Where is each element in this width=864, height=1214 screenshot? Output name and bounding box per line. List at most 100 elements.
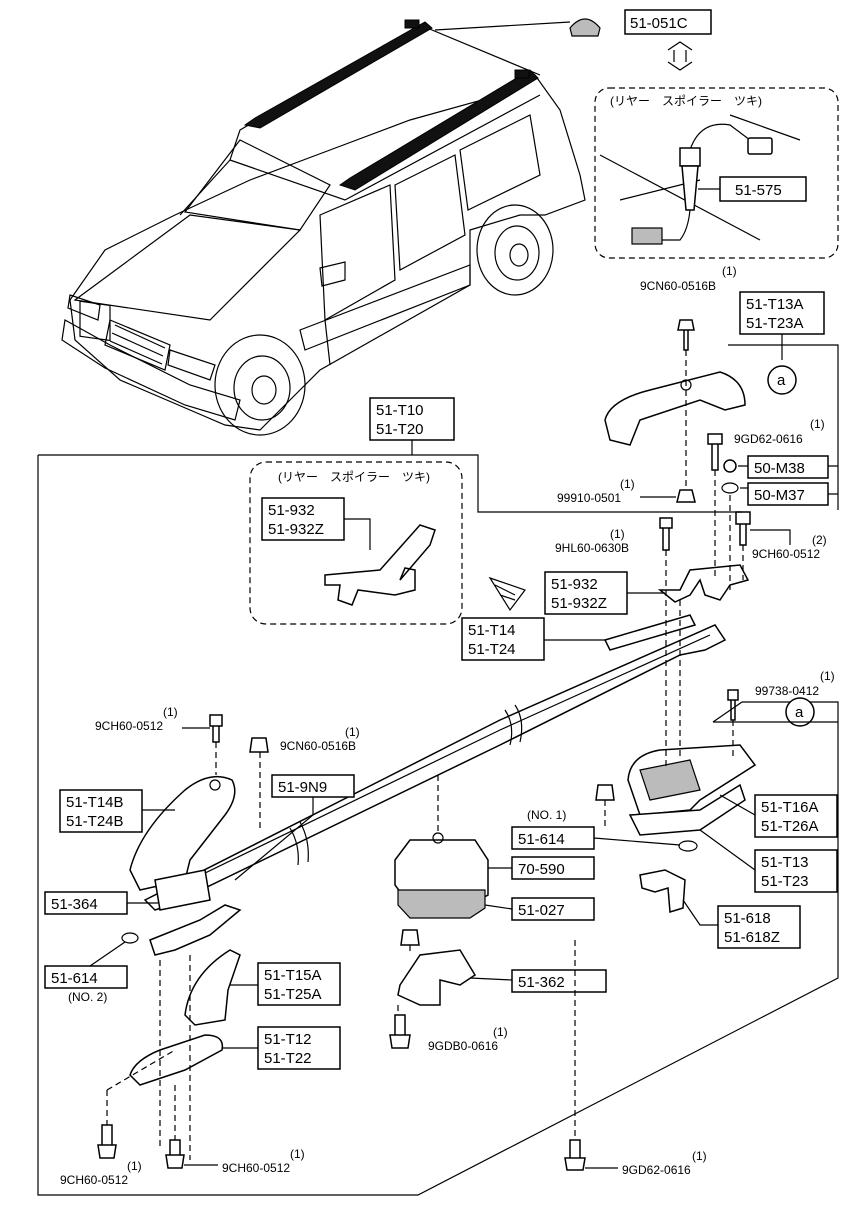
rear-end-cap bbox=[627, 744, 757, 836]
label-box-51-932-b[interactable] bbox=[544, 571, 628, 615]
label-box-51-T10[interactable] bbox=[369, 397, 455, 441]
washer-icon bbox=[721, 482, 739, 494]
part-label-51-9N9: 51-9N9 bbox=[278, 779, 327, 796]
callout-a-mid bbox=[785, 697, 815, 727]
label-box-51-362[interactable] bbox=[511, 969, 607, 993]
part-label-51-T10: 51-T10 bbox=[376, 402, 424, 419]
nut-icon bbox=[400, 929, 420, 946]
bolt-icon bbox=[727, 689, 739, 721]
fastener-label-9GD62-0616-a: 9GD62-0616 bbox=[734, 432, 803, 446]
part-label-51-T13: 51-T13 bbox=[761, 854, 809, 871]
cap-51-051C bbox=[569, 18, 601, 37]
fastener-label-9GDB0-0616: 9GDB0-0616 bbox=[428, 1039, 498, 1053]
base-pad-51-T12 bbox=[129, 1034, 224, 1086]
fastener-label-9GD62-0616-b: 9GD62-0616 bbox=[622, 1163, 691, 1177]
qty-9CN60-0516B-b: (1) bbox=[345, 725, 360, 739]
pad-70-590 bbox=[394, 832, 489, 919]
assembly-guide-lines bbox=[106, 350, 744, 1160]
foot-cover-51-T15A bbox=[184, 949, 241, 1026]
fastener-label-9CN60-0516B-a: 9CN60-0516B bbox=[640, 279, 716, 293]
qty-9GDB0-0616: (1) bbox=[493, 1025, 508, 1039]
label-box-51-T13A[interactable] bbox=[739, 291, 825, 335]
washer-icon bbox=[121, 932, 139, 944]
bolt-icon bbox=[389, 1014, 411, 1049]
fastener-label-9HL60-0630B: 9HL60-0630B bbox=[555, 541, 629, 555]
part-label-51-T13A: 51-T13A bbox=[746, 296, 804, 313]
bolt-icon bbox=[735, 511, 751, 546]
part-label-51-T14B: 51-T14B bbox=[66, 794, 124, 811]
part-label-51-T14: 51-T14 bbox=[468, 622, 516, 639]
part-label-51-T25A: 51-T25A bbox=[264, 986, 322, 1003]
part-label-51-T12: 51-T12 bbox=[264, 1031, 312, 1048]
part-label-70-590: 70-590 bbox=[518, 861, 565, 878]
label-box-51-618[interactable] bbox=[717, 905, 801, 949]
part-label-51-T24B: 51-T24B bbox=[66, 813, 124, 830]
callout-a-top-text: a bbox=[777, 372, 786, 389]
label-box-51-T12[interactable] bbox=[257, 1026, 341, 1070]
part-label-51-932-a: 51-932 bbox=[268, 502, 315, 519]
label-box-51-T15A[interactable] bbox=[257, 962, 341, 1006]
double-arrow-icon bbox=[667, 41, 693, 71]
fastener-label-99910-0501: 99910-0501 bbox=[557, 491, 621, 505]
part-label-51-T24: 51-T24 bbox=[468, 641, 516, 658]
bolt-icon bbox=[209, 714, 223, 743]
part-label-51-T15A: 51-T15A bbox=[264, 967, 322, 984]
callout-a-top bbox=[767, 365, 797, 395]
harness-51-575 bbox=[631, 123, 773, 245]
direction-arrow-icon bbox=[488, 576, 526, 612]
nut-icon bbox=[723, 459, 737, 473]
part-label-51-051C: 51-051C bbox=[630, 15, 688, 32]
qty-9GD62-0616-b: (1) bbox=[692, 1149, 707, 1163]
label-box-51-T13[interactable] bbox=[754, 849, 838, 893]
qty-99910-0501: (1) bbox=[620, 477, 635, 491]
label-box-51-T14[interactable] bbox=[461, 617, 545, 661]
rear-spoiler-note-left: (リヤー スポイラー ツキ) bbox=[278, 470, 430, 484]
label-box-51-614-b[interactable] bbox=[44, 965, 128, 989]
qty-9GD62-0616-a: (1) bbox=[810, 417, 825, 431]
end-cap-cover bbox=[604, 371, 746, 446]
part-label-51-T23A: 51-T23A bbox=[746, 315, 804, 332]
part-label-51-362: 51-362 bbox=[518, 974, 565, 991]
front-bracket bbox=[154, 869, 211, 911]
bolt-icon bbox=[677, 319, 695, 351]
fastener-label-9CH60-0512-a: 9CH60-0512 bbox=[752, 547, 820, 561]
qty-9HL60-0630B: (1) bbox=[610, 527, 625, 541]
part-label-51-T22: 51-T22 bbox=[264, 1050, 312, 1067]
part-label-51-T16A: 51-T16A bbox=[761, 799, 819, 816]
bolt-icon bbox=[659, 517, 673, 551]
bolt-icon bbox=[97, 1124, 117, 1159]
bracket-51-618 bbox=[639, 869, 686, 913]
part-label-51-027: 51-027 bbox=[518, 902, 565, 919]
part-label-51-364: 51-364 bbox=[51, 896, 98, 913]
part-label-51-575: 51-575 bbox=[735, 182, 782, 199]
fastener-label-99738-0412: 99738-0412 bbox=[755, 684, 819, 698]
label-box-50-M38[interactable] bbox=[747, 455, 829, 479]
qty-99738-0412: (1) bbox=[820, 669, 835, 683]
part-label-51-614-b: 51-614 bbox=[51, 970, 98, 987]
label-box-51-932-a[interactable] bbox=[261, 497, 345, 541]
label-box-51-T14B[interactable] bbox=[59, 789, 143, 833]
label-box-51-051C[interactable] bbox=[624, 9, 712, 35]
part-label-51-T20: 51-T20 bbox=[376, 421, 424, 438]
part-label-51-932Z-a: 51-932Z bbox=[268, 521, 324, 538]
label-box-51-T16A[interactable] bbox=[754, 794, 838, 838]
part-label-51-T26A: 51-T26A bbox=[761, 818, 819, 835]
qty-9CN60-0516B-a: (1) bbox=[722, 264, 737, 278]
qty-9CH60-0512-b: (1) bbox=[163, 705, 178, 719]
note-no1: (NO. 1) bbox=[527, 808, 566, 822]
rear-spoiler-box-left bbox=[249, 461, 463, 625]
bolt-icon bbox=[564, 1139, 586, 1171]
bracket-51-932-small bbox=[324, 524, 436, 606]
qty-9CH60-0512-a: (2) bbox=[812, 533, 827, 547]
nut-icon bbox=[249, 737, 269, 753]
part-label-50-M38: 50-M38 bbox=[754, 460, 805, 477]
front-end-cap bbox=[129, 775, 236, 891]
nut-icon bbox=[595, 784, 615, 801]
qty-9CH60-0512-c: (1) bbox=[127, 1159, 142, 1173]
fastener-label-9CH60-0512-b: 9CH60-0512 bbox=[95, 719, 163, 733]
part-label-51-618: 51-618 bbox=[724, 910, 771, 927]
fastener-label-9CH60-0512-d: 9CH60-0512 bbox=[222, 1161, 290, 1175]
note-no2: (NO. 2) bbox=[68, 990, 107, 1004]
fastener-label-9CN60-0516B-b: 9CN60-0516B bbox=[280, 739, 356, 753]
